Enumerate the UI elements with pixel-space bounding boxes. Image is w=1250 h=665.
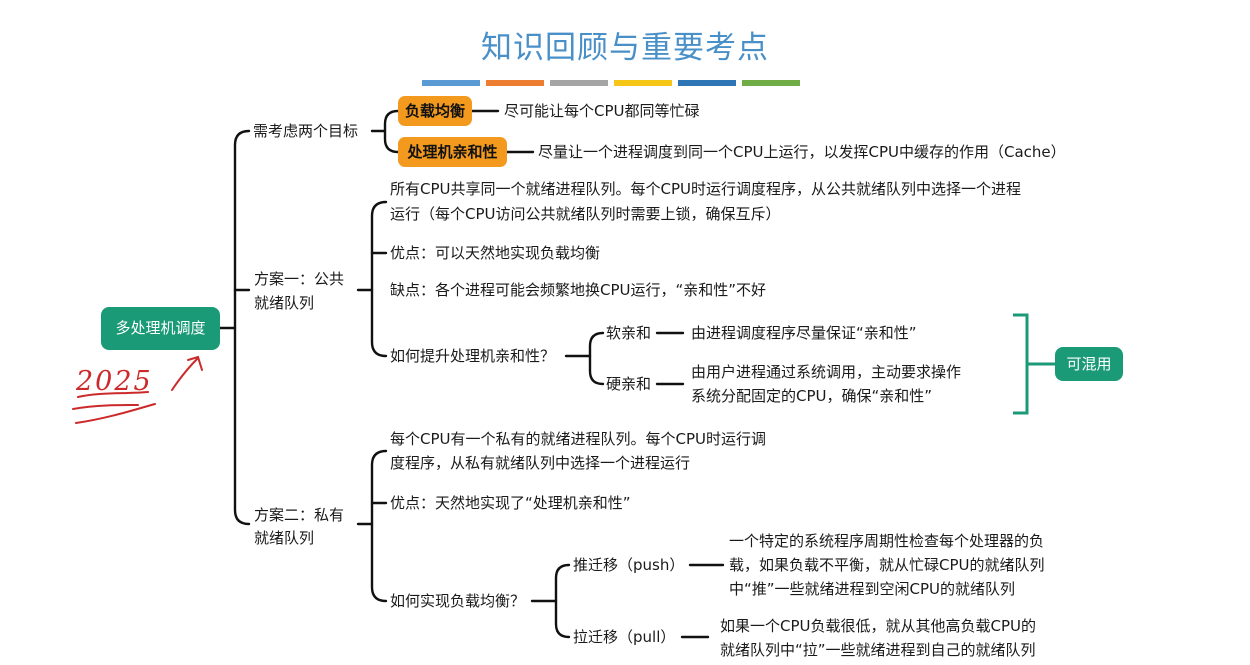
plan2-pro: 优点：天然地实现了“处理机亲和性” xyxy=(390,494,631,512)
soft-affinity-desc: 由进程调度程序尽量保证“亲和性” xyxy=(691,324,917,342)
pull-desc-line2: 就绪队列中“拉”一些就绪进程到自己的就绪队列 xyxy=(720,641,1036,659)
plan2-desc-line2: 度程序，从私有就绪队列中选择一个进程运行 xyxy=(390,454,691,472)
title-color-bar xyxy=(678,80,736,86)
handwritten-year: 2025 xyxy=(76,366,153,397)
push-desc-line2: 载，如果负载不平衡，就从忙碌CPU的就绪队列 xyxy=(729,556,1045,574)
load-balance-tag: 负载均衡 xyxy=(398,96,472,126)
affinity-desc: 尽量让一个进程调度到同一个CPU上运行，以发挥CPU中缓存的作用（Cache） xyxy=(538,143,1066,161)
title-color-bar xyxy=(486,80,544,86)
title-color-bar xyxy=(550,80,608,86)
plan1-desc-line2: 运行（每个CPU访问公共就绪队列时需要上锁，确保互斥） xyxy=(390,205,781,223)
pull-label: 拉迁移（pull） xyxy=(573,628,676,646)
title-color-bar xyxy=(742,80,800,86)
pull-desc-line1: 如果一个CPU负载很低，就从其他高负载CPU的 xyxy=(720,617,1036,635)
title-color-bar xyxy=(422,80,480,86)
plan1-label-line2: 就绪队列 xyxy=(254,294,315,312)
hard-affinity-label: 硬亲和 xyxy=(606,375,652,393)
load-balance-desc: 尽可能让每个CPU都同等忙碌 xyxy=(504,102,700,120)
goals-label: 需考虑两个目标 xyxy=(253,122,359,140)
push-desc-line3: 中“推”一些就绪进程到空闲CPU的就绪队列 xyxy=(729,580,1016,598)
page-title: 知识回顾与重要考点 xyxy=(481,30,769,66)
push-label: 推迁移（push） xyxy=(573,556,685,574)
hard-affinity-desc-line2: 系统分配固定的CPU，确保“亲和性” xyxy=(691,387,933,405)
title-color-bar xyxy=(614,80,672,86)
plan1-desc-line1: 所有CPU共享同一个就绪进程队列。每个CPU时运行调度程序，从公共就绪队列中选择… xyxy=(390,180,1022,198)
plan1-label-line1: 方案一：公共 xyxy=(254,270,345,288)
root-node: 多处理机调度 xyxy=(101,307,220,350)
plan2-label-line1: 方案二：私有 xyxy=(254,506,345,524)
affinity-tag: 处理机亲和性 xyxy=(398,137,507,167)
plan1-pro: 优点：可以天然地实现负载均衡 xyxy=(390,244,601,262)
mixable-badge: 可混用 xyxy=(1055,347,1123,381)
hard-affinity-desc-line1: 由用户进程通过系统调用，主动要求操作 xyxy=(691,363,962,381)
soft-affinity-label: 软亲和 xyxy=(606,324,652,342)
push-desc-line1: 一个特定的系统程序周期性检查每个处理器的负 xyxy=(729,532,1045,550)
plan1-con: 缺点：各个进程可能会频繁地换CPU运行，“亲和性”不好 xyxy=(390,281,767,299)
plan2-label-line2: 就绪队列 xyxy=(254,529,315,547)
plan1-improve-label: 如何提升处理机亲和性？ xyxy=(390,347,556,365)
plan2-balance-label: 如何实现负载均衡？ xyxy=(390,592,526,610)
plan2-desc-line1: 每个CPU有一个私有的就绪进程队列。每个CPU时运行调 xyxy=(390,430,766,448)
